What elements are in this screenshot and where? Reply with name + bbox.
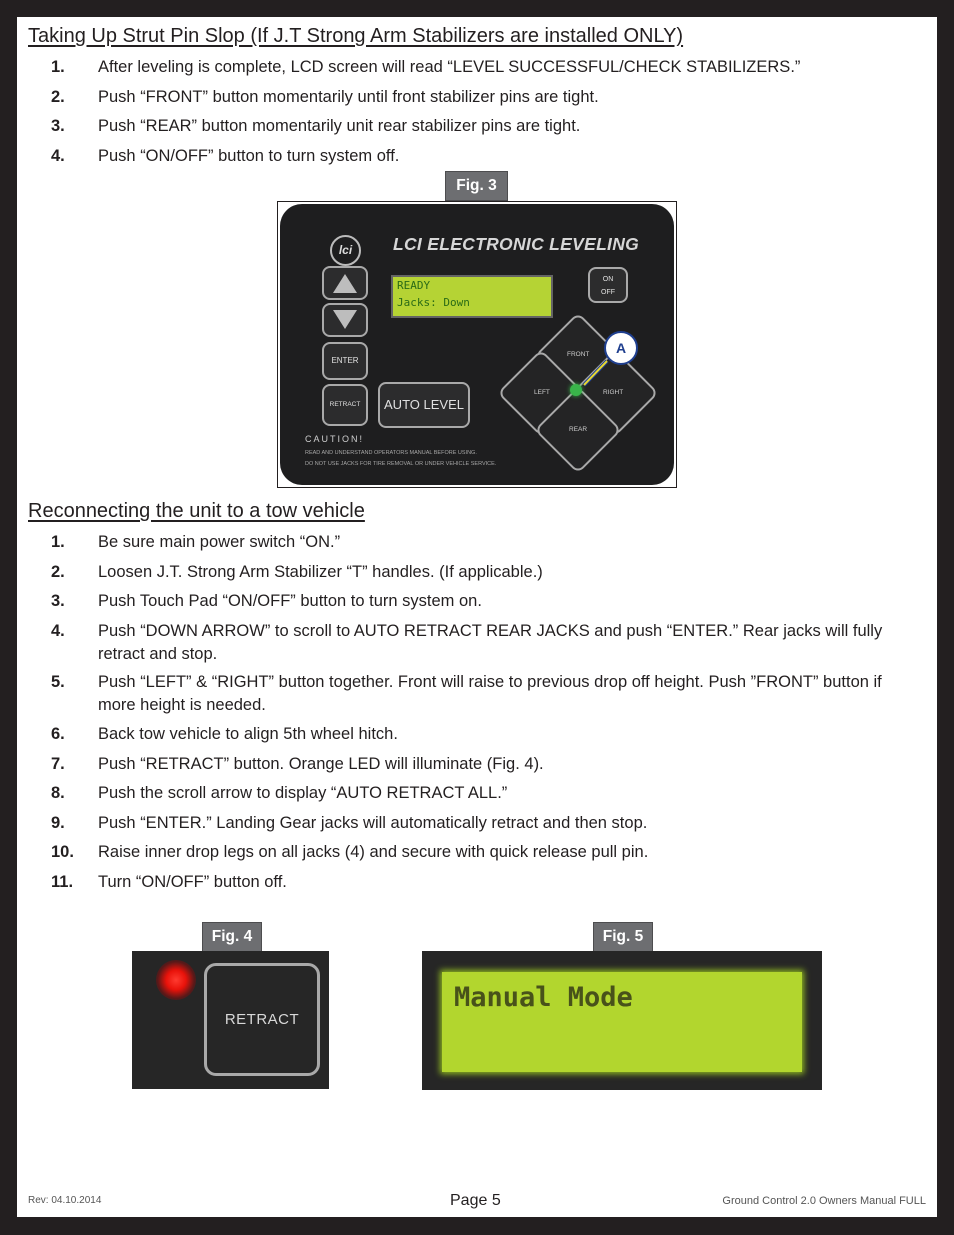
on-off-button: ON OFF (588, 267, 628, 303)
on-label: ON (602, 276, 614, 283)
fig5-lcd-image: Manual Mode (422, 951, 822, 1090)
right-label: RIGHT (603, 389, 624, 396)
panel-title: LCI ELECTRONIC LEVELING (393, 234, 640, 254)
off-label: OFF (601, 289, 615, 296)
manual-page: Taking Up Strut Pin Slop (If J.T Strong … (17, 17, 937, 1217)
section-heading-strut-pin-slop: Taking Up Strut Pin Slop (If J.T Strong … (28, 25, 684, 47)
lci-logo: lci (330, 235, 361, 266)
step-text: Push “ENTER.” Landing Gear jacks will au… (98, 814, 648, 832)
step-number: 3. (51, 117, 65, 135)
callout-leader-line (582, 359, 609, 387)
step-text: Push the scroll arrow to display “AUTO R… (98, 784, 508, 802)
lcd-text: Manual Mode (454, 982, 633, 1013)
section-heading-reconnecting: Reconnecting the unit to a tow vehicle (28, 500, 365, 522)
caution-line-2: DO NOT USE JACKS FOR TIRE REMOVAL OR UND… (305, 461, 497, 467)
retract-button-closeup: RETRACT (204, 963, 320, 1076)
callout-a: A (604, 331, 638, 365)
fig4-label: Fig. 4 (202, 922, 262, 952)
orange-led-indicator (156, 960, 196, 1000)
step-text: Push “ON/OFF” button to turn system off. (98, 147, 400, 165)
step-text: Push “LEFT” & “RIGHT” button together. F… (98, 673, 882, 714)
step-text: Raise inner drop legs on all jacks (4) a… (98, 843, 649, 861)
rear-label: REAR (569, 426, 588, 433)
step-number: 9. (51, 814, 65, 832)
lcd-screen-closeup: Manual Mode (442, 972, 802, 1072)
left-label: LEFT (534, 389, 550, 396)
step-number: 6. (51, 725, 65, 743)
step-number: 10. (51, 843, 74, 861)
step-number: 5. (51, 673, 65, 691)
caution-line-1: READ AND UNDERSTAND OPERATORS MANUAL BEF… (305, 450, 477, 456)
lcd-line-2: Jacks: Down (397, 296, 470, 309)
lcd-line-1: READY (397, 279, 431, 292)
caution-text: READ AND UNDERSTAND OPERATORS MANUAL BEF… (305, 448, 496, 470)
step-text: Turn “ON/OFF” button off. (98, 873, 287, 891)
step-text: Push “REAR” button momentarily unit rear… (98, 117, 581, 135)
status-led (570, 384, 582, 396)
step-text: Be sure main power switch “ON.” (98, 533, 341, 551)
step-text: Push Touch Pad “ON/OFF” button to turn s… (98, 592, 482, 610)
page-number: Page 5 (450, 1192, 501, 1209)
front-label: FRONT (567, 351, 590, 358)
up-arrow-button (322, 266, 368, 300)
document-title: Ground Control 2.0 Owners Manual FULL (722, 1195, 926, 1207)
enter-button: ENTER (322, 342, 368, 380)
step-text: Push “FRONT” button momentarily until fr… (98, 88, 599, 106)
fig3-control-panel-image: lci LCI ELECTRONIC LEVELING ENTER RETRAC… (277, 201, 677, 488)
step-number: 1. (51, 533, 65, 551)
up-arrow-icon (333, 274, 357, 293)
step-number: 4. (51, 622, 65, 640)
down-arrow-button (322, 303, 368, 337)
step-number: 2. (51, 88, 65, 106)
auto-level-button: AUTO LEVEL (378, 382, 470, 428)
step-number: 3. (51, 592, 65, 610)
step-number: 11. (51, 873, 74, 891)
step-number: 4. (51, 147, 65, 165)
step-number: 8. (51, 784, 65, 802)
step-text: Push “RETRACT” button. Orange LED will i… (98, 755, 544, 773)
fig5-label: Fig. 5 (593, 922, 653, 952)
step-number: 7. (51, 755, 65, 773)
step-text: Loosen J.T. Strong Arm Stabilizer “T” ha… (98, 563, 543, 581)
control-panel: lci LCI ELECTRONIC LEVELING ENTER RETRAC… (280, 204, 674, 485)
fig3-label: Fig. 3 (445, 171, 508, 201)
step-text: Push “DOWN ARROW” to scroll to AUTO RETR… (98, 622, 883, 663)
caution-title: CAUTION! (305, 434, 365, 444)
down-arrow-icon (333, 310, 357, 329)
step-number: 1. (51, 58, 65, 76)
step-text: After leveling is complete, LCD screen w… (98, 58, 801, 76)
lcd-screen: READY Jacks: Down (391, 275, 553, 318)
step-number: 2. (51, 563, 65, 581)
fig4-retract-image: RETRACT (132, 951, 329, 1089)
retract-button: RETRACT (322, 384, 368, 426)
revision-date: Rev: 04.10.2014 (28, 1195, 102, 1206)
step-text: Back tow vehicle to align 5th wheel hitc… (98, 725, 398, 743)
